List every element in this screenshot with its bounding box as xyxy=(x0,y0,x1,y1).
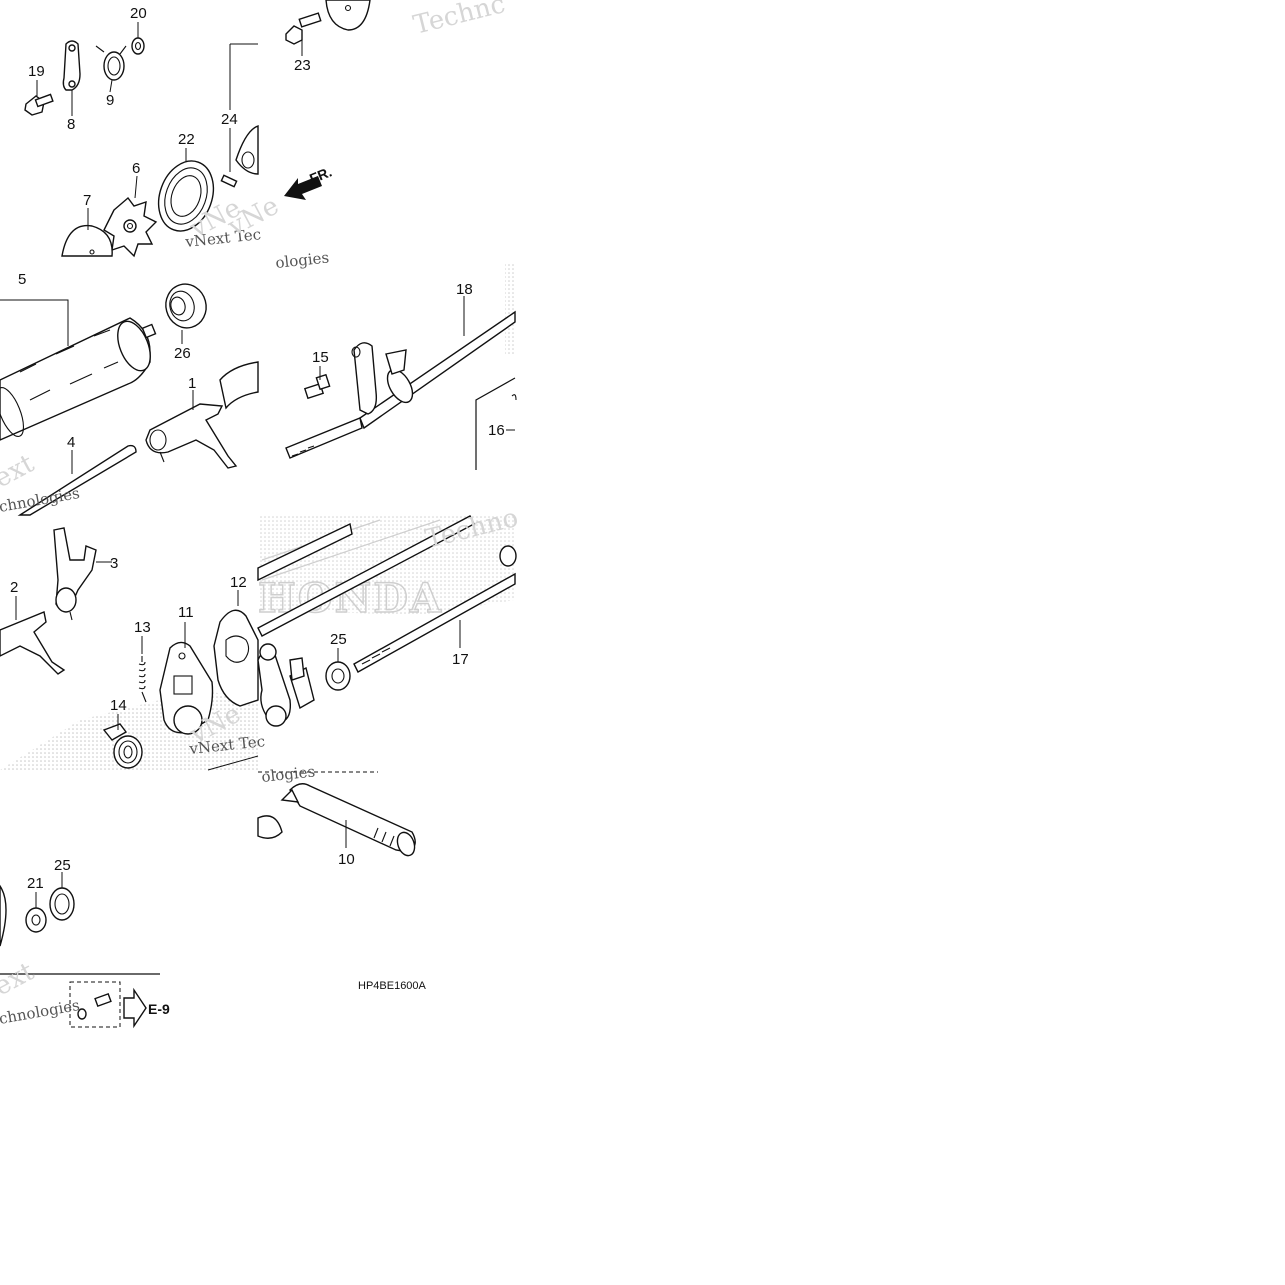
callout-label: 4 xyxy=(67,434,75,451)
shaft-part-10 xyxy=(280,783,416,857)
plate-part-12 xyxy=(213,609,259,707)
bolt-part-23 xyxy=(285,12,322,45)
callout-label: 10 xyxy=(338,851,355,868)
callout-label: 19 xyxy=(28,63,45,80)
watermark-text: Technc xyxy=(410,0,508,41)
stud-part-15 xyxy=(303,373,331,400)
shaft-part-17 xyxy=(353,545,517,673)
plate-part-7 xyxy=(61,224,113,257)
callout-label: 5 xyxy=(18,271,26,288)
callout-label: 3 xyxy=(110,555,118,572)
shift-arm-assembly xyxy=(257,643,315,727)
spring-part-14 xyxy=(102,723,143,769)
tile-bottom-left: 21 25 E-9 ext chnologies xyxy=(0,857,170,1029)
callout-label: 13 xyxy=(134,619,151,636)
tile-top-left: 20 19 8 9 24 22 6 7 vNext Tec vNe xyxy=(24,5,262,258)
callout-label: 20 xyxy=(130,5,147,22)
watermark-text: ologies xyxy=(275,248,330,272)
callout-label: 7 xyxy=(83,192,91,209)
watermark-text: ext xyxy=(0,448,40,494)
bearing-part-25-lower xyxy=(49,887,75,921)
callout-label: 21 xyxy=(27,875,44,892)
callout-label: 12 xyxy=(230,574,247,591)
bearing-part-25 xyxy=(325,661,351,691)
callout-label: 22 xyxy=(178,131,195,148)
bolt-part-19 xyxy=(24,93,54,116)
shift-shaft-part-18 xyxy=(285,310,516,459)
spring-part-13 xyxy=(138,656,147,703)
tile-lower-middle: HONDA 25 17 Techno vNe xyxy=(184,503,521,751)
watermark-text: ext xyxy=(0,956,40,1002)
reference-arrow: E-9 xyxy=(123,987,170,1029)
callout-label: 26 xyxy=(174,345,191,362)
callout-label: 14 xyxy=(110,697,127,714)
washer-part-20 xyxy=(131,37,145,55)
callout-label: 6 xyxy=(132,160,140,177)
pin-part-24 xyxy=(220,174,238,188)
direction-label: FR. xyxy=(307,163,334,186)
watermark-text: ologies xyxy=(261,762,316,786)
callout-label: 17 xyxy=(452,651,469,668)
callout-label: 25 xyxy=(330,631,347,648)
watermark-text: chnologies xyxy=(0,996,81,1028)
callout-label: 2 xyxy=(10,579,18,596)
shift-drum-part-5 xyxy=(0,317,157,441)
cam-part-6 xyxy=(103,196,158,258)
tile-lower-left: 3 2 12 11 13 14 vNext Tec xyxy=(0,527,266,771)
callout-label: 23 xyxy=(294,57,311,74)
callout-label: 1 xyxy=(188,375,196,392)
tile-middle-middle: 18 15 16 xyxy=(285,281,517,470)
callout-label: 9 xyxy=(106,92,114,109)
diagram-code: HP4BE1600A xyxy=(358,980,427,992)
callout-label: 16 xyxy=(488,422,505,439)
bearing-part-22 xyxy=(157,160,215,232)
tile-bottom-middle: ologies 10 HP4BE1600A xyxy=(257,762,427,992)
plate-part-11 xyxy=(159,641,214,735)
shift-fork-part-3 xyxy=(53,527,97,621)
callout-label: 15 xyxy=(312,349,329,366)
tile-middle-left: 5 26 1 4 ext chnologies xyxy=(0,271,259,516)
arm-part-8 xyxy=(62,40,81,91)
washer-part-21 xyxy=(25,907,47,933)
spring-part-9 xyxy=(95,45,127,81)
reference-label: E-9 xyxy=(148,1001,170,1017)
callout-label: 24 xyxy=(221,111,238,128)
callout-label: 8 xyxy=(67,116,75,133)
tile-top-middle: FR. 23 Technc ologies vNe xyxy=(222,0,508,272)
callout-label: 25 xyxy=(54,857,71,874)
front-direction-arrow: FR. xyxy=(284,163,334,200)
shift-fork-part-2 xyxy=(0,611,66,675)
callout-label: 11 xyxy=(178,604,194,621)
bolt-reference xyxy=(77,992,112,1020)
shift-fork-part-1 xyxy=(145,403,238,469)
callout-label: 18 xyxy=(456,281,473,298)
needle-bearing-part-26 xyxy=(165,283,207,329)
shaft-rod-part-4 xyxy=(17,444,137,516)
